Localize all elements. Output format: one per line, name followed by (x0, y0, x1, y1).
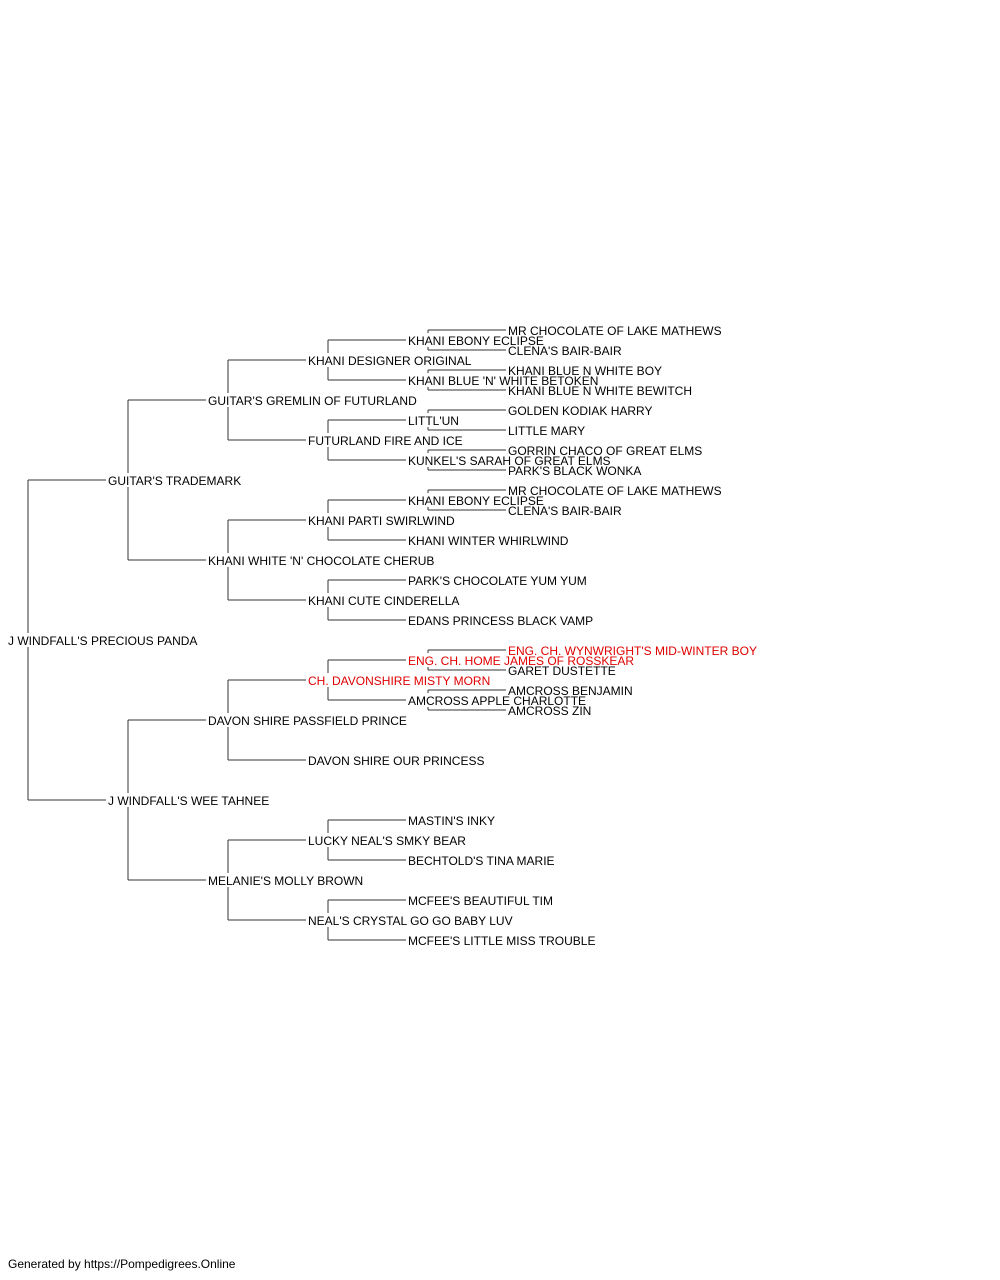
dog-eng-ch-home-james-of-rosskear: ENG. CH. HOME JAMES OF ROSSKEAR (408, 654, 635, 668)
dog-garet-dustette: GARET DUSTETTE (508, 664, 616, 678)
dog-kunkel-s-sarah-of-great-elms: KUNKEL'S SARAH OF GREAT ELMS (408, 454, 611, 468)
generated-by-footer: Generated by https://Pompedigrees.Online (8, 1257, 236, 1271)
dog-khani-cute-cinderella: KHANI CUTE CINDERELLA (308, 594, 460, 608)
dog-khani-ebony-eclipse: KHANI EBONY ECLIPSE (408, 334, 544, 348)
dog-amcross-zin: AMCROSS ZIN (508, 704, 592, 718)
dog-neal-s-crystal-go-go-baby-luv: NEAL'S CRYSTAL GO GO BABY LUV (308, 914, 513, 928)
dog-edans-princess-black-vamp: EDANS PRINCESS BLACK VAMP (408, 614, 594, 628)
dog-davon-shire-our-princess: DAVON SHIRE OUR PRINCESS (308, 754, 485, 768)
dog-mastin-s-inky: MASTIN'S INKY (408, 814, 495, 828)
dog-ch-davonshire-misty-morn: CH. DAVONSHIRE MISTY MORN (308, 674, 491, 688)
dog-lucky-neal-s-smky-bear: LUCKY NEAL'S SMKY BEAR (308, 834, 466, 848)
dog-mcfee-s-beautiful-tim: MCFEE'S BEAUTIFUL TIM (408, 894, 553, 908)
dog-golden-kodiak-harry: GOLDEN KODIAK HARRY (508, 404, 653, 418)
dog-j-windfall-s-wee-tahnee: J WINDFALL'S WEE TAHNEE (108, 794, 270, 808)
dog-mcfee-s-little-miss-trouble: MCFEE'S LITTLE MISS TROUBLE (408, 934, 596, 948)
dog-gorrin-chaco-of-great-elms: GORRIN CHACO OF GREAT ELMS (508, 444, 703, 458)
dog-mr-chocolate-of-lake-mathews: MR CHOCOLATE OF LAKE MATHEWS (508, 324, 722, 338)
dog-little-mary: LITTLE MARY (508, 424, 586, 438)
dog-guitar-s-gremlin-of-futurland: GUITAR'S GREMLIN OF FUTURLAND (208, 394, 417, 408)
dog-mr-chocolate-of-lake-mathews: MR CHOCOLATE OF LAKE MATHEWS (508, 484, 722, 498)
dog-eng-ch-wynwright-s-mid-winter-boy: ENG. CH. WYNWRIGHT'S MID-WINTER BOY (508, 644, 757, 658)
dog-clena-s-bair-bair: CLENA'S BAIR-BAIR (508, 504, 622, 518)
dog-guitar-s-trademark: GUITAR'S TRADEMARK (108, 474, 242, 488)
dog-j-windfall-s-precious-panda: J WINDFALL'S PRECIOUS PANDA (8, 634, 198, 648)
dog-khani-designer-original: KHANI DESIGNER ORIGINAL (308, 354, 472, 368)
dog-khani-blue-n-white-boy: KHANI BLUE N WHITE BOY (508, 364, 663, 378)
dog-khani-parti-swirlwind: KHANI PARTI SWIRLWIND (308, 514, 455, 528)
dog-khani-ebony-eclipse: KHANI EBONY ECLIPSE (408, 494, 544, 508)
dog-amcross-apple-charlotte: AMCROSS APPLE CHARLOTTE (408, 694, 587, 708)
dog-futurland-fire-and-ice: FUTURLAND FIRE AND ICE (308, 434, 463, 448)
dog-khani-winter-whirlwind: KHANI WINTER WHIRLWIND (408, 534, 569, 548)
dog-khani-blue-n-white-bewitch: KHANI BLUE N WHITE BEWITCH (508, 384, 693, 398)
dog-davon-shire-passfield-prince: DAVON SHIRE PASSFIELD PRINCE (208, 714, 407, 728)
dog-littl-un: LITTL'UN (408, 414, 459, 428)
dog-bechtold-s-tina-marie: BECHTOLD'S TINA MARIE (408, 854, 555, 868)
dog-amcross-benjamin: AMCROSS BENJAMIN (508, 684, 633, 698)
dog-khani-white-n-chocolate-cherub: KHANI WHITE 'N' CHOCOLATE CHERUB (208, 554, 435, 568)
dog-clena-s-bair-bair: CLENA'S BAIR-BAIR (508, 344, 622, 358)
dog-melanie-s-molly-brown: MELANIE'S MOLLY BROWN (208, 874, 364, 888)
dog-park-s-black-wonka: PARK'S BLACK WONKA (508, 464, 642, 478)
dog-park-s-chocolate-yum-yum: PARK'S CHOCOLATE YUM YUM (408, 574, 587, 588)
dog-khani-blue-n-white-betoken: KHANI BLUE 'N' WHITE BETOKEN (408, 374, 599, 388)
